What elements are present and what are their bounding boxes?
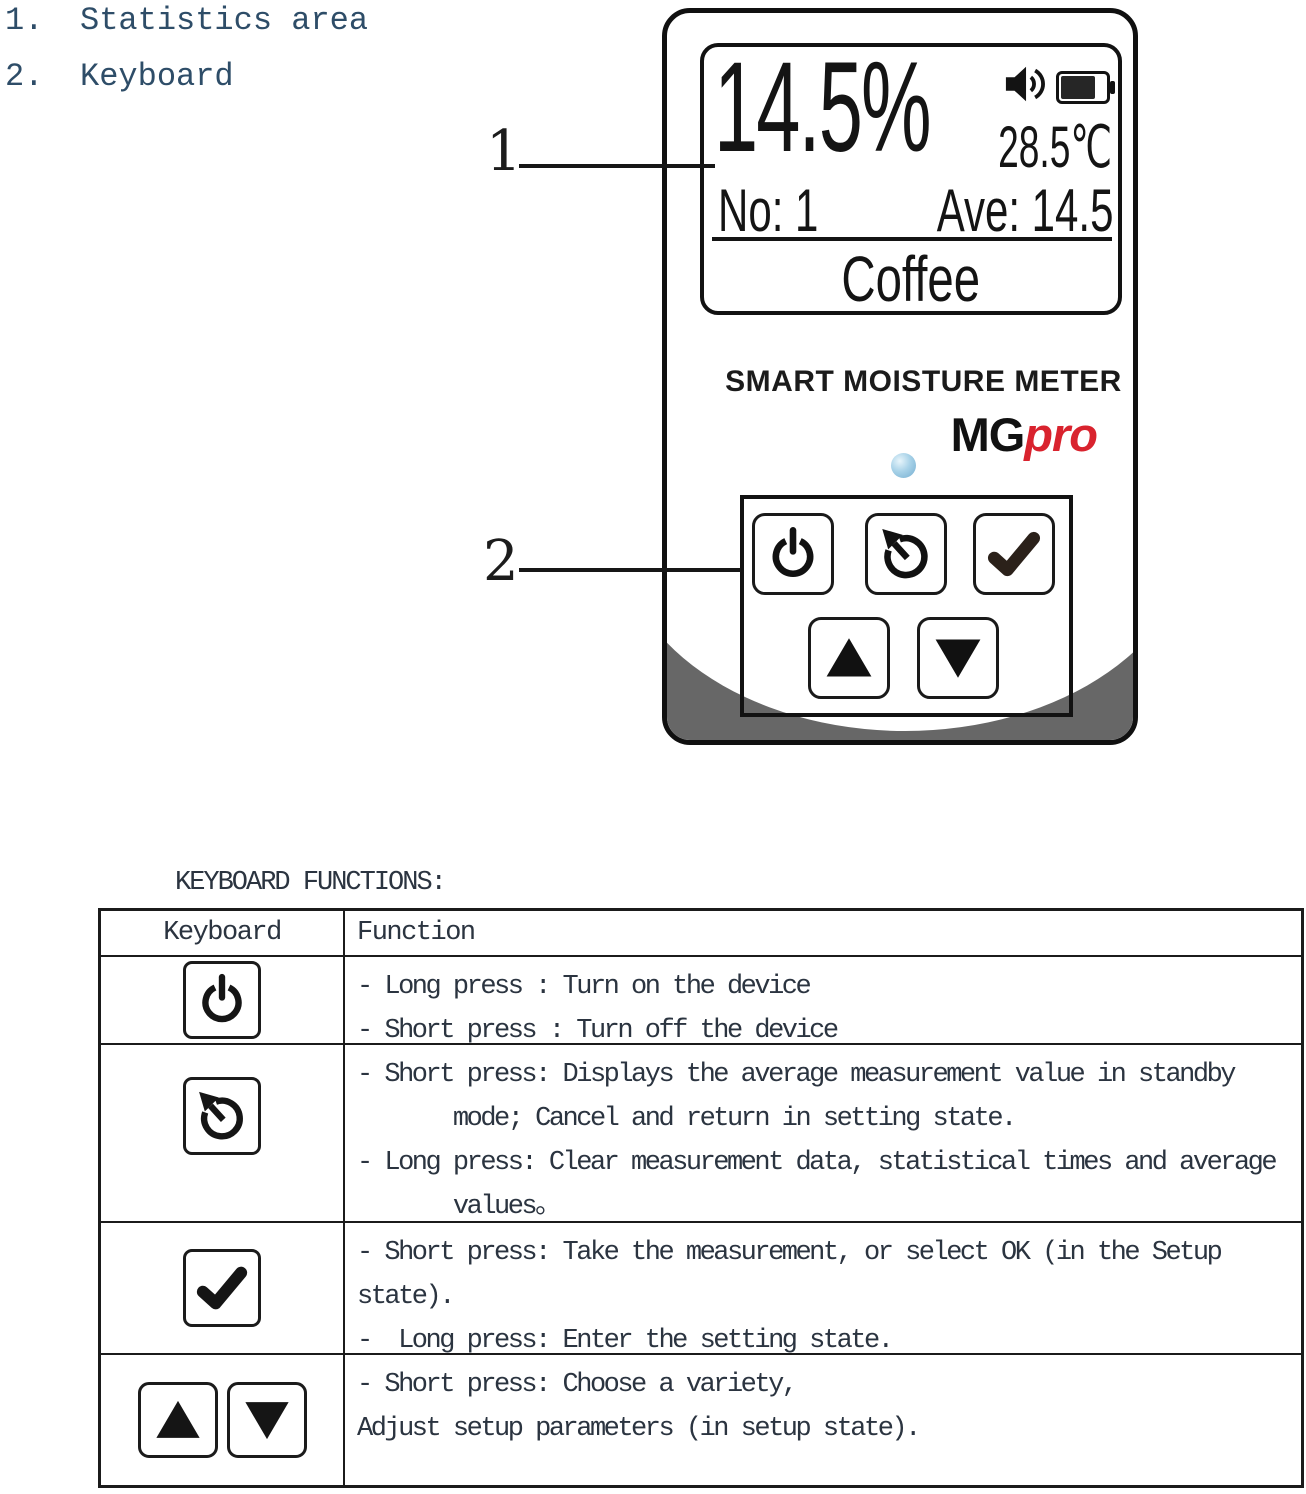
speaker-icon — [1005, 66, 1045, 102]
legend-item-keyboard: 2. Keyboard — [5, 58, 368, 114]
led-indicator — [891, 453, 916, 478]
check-icon — [985, 525, 1043, 583]
power-key-icon — [183, 961, 261, 1039]
callout-2-label: 2 — [483, 529, 519, 594]
legend: 1. Statistics area 2. Keyboard — [5, 2, 368, 114]
logo-mg: MG — [950, 408, 1026, 461]
up-down-key-icons — [137, 1382, 307, 1458]
display-divider — [712, 237, 1112, 241]
legend-label: Statistics area — [80, 2, 369, 39]
up-arrow-icon — [155, 1400, 200, 1438]
legend-item-statistics: 1. Statistics area — [5, 2, 368, 58]
check-icon — [194, 1260, 250, 1316]
cancel-button — [865, 513, 947, 595]
table-row-power-function: - Long press : Turn on the device - Shor… — [345, 957, 1301, 1046]
keyboard-functions-heading: KEYBOARD FUNCTIONS: — [175, 868, 447, 898]
down-arrow-icon — [244, 1402, 289, 1440]
table-header-function: Function — [345, 911, 1301, 957]
device-title: SMART MOISTURE METER — [725, 365, 1122, 398]
table-row-updown-function: - Short press: Choose a variety, Adjust … — [357, 1370, 921, 1444]
table-row-power-key — [101, 957, 345, 1045]
table-row-ok-key — [101, 1223, 345, 1355]
up-key-icon — [137, 1382, 218, 1458]
legend-number: 2. — [5, 58, 44, 95]
device-display: 14.5% 28.5℃ No: 1 Ave: 14.5 Coffee — [700, 36, 1122, 315]
down-key-icon — [226, 1382, 307, 1458]
cancel-icon — [877, 525, 935, 583]
ok-button — [973, 513, 1055, 595]
callout-1-label: 1 — [486, 119, 522, 184]
battery-terminal — [1110, 81, 1115, 94]
ok-key-icon — [183, 1249, 261, 1327]
up-button — [808, 617, 890, 699]
legend-label: Keyboard — [80, 58, 234, 95]
cancel-icon — [194, 1088, 250, 1144]
keypad-panel — [740, 495, 1073, 717]
down-arrow-icon — [935, 639, 981, 678]
power-button — [752, 513, 834, 595]
variety-name: Coffee — [841, 243, 981, 315]
up-arrow-icon — [826, 638, 872, 677]
sample-count: No: 1 — [718, 177, 819, 244]
cancel-key-icon — [183, 1077, 261, 1155]
power-icon — [194, 972, 250, 1028]
table-row-ok-function: - Short press: Take the measurement, or … — [345, 1223, 1301, 1356]
statistics-line: No: 1 Ave: 14.5 — [718, 177, 1114, 244]
average-value: Ave: 14.5 — [937, 177, 1114, 244]
power-icon — [764, 525, 822, 583]
table-row-cancel-key — [101, 1045, 345, 1223]
callout-1-line — [519, 164, 715, 168]
moisture-value: 14.5% — [714, 36, 932, 179]
table-header-keyboard: Keyboard — [101, 911, 345, 957]
down-button — [917, 617, 999, 699]
battery-fill — [1061, 76, 1095, 99]
legend-number: 1. — [5, 2, 44, 39]
table-row-cancel-function: - Short press: Displays the average meas… — [345, 1045, 1301, 1223]
table-row-updown-keys — [101, 1355, 345, 1485]
keyboard-functions-table: Keyboard Function - Long press : Turn on… — [98, 908, 1304, 1488]
moisture-meter-device: 14.5% 28.5℃ No: 1 Ave: 14.5 Coffee SMART… — [662, 8, 1138, 745]
logo-pro: pro — [1024, 408, 1098, 461]
callout-2-line — [519, 568, 741, 572]
battery-icon — [1056, 71, 1115, 104]
brand-logo: MGpro — [950, 408, 1098, 461]
temperature-value: 28.5℃ — [998, 115, 1112, 180]
